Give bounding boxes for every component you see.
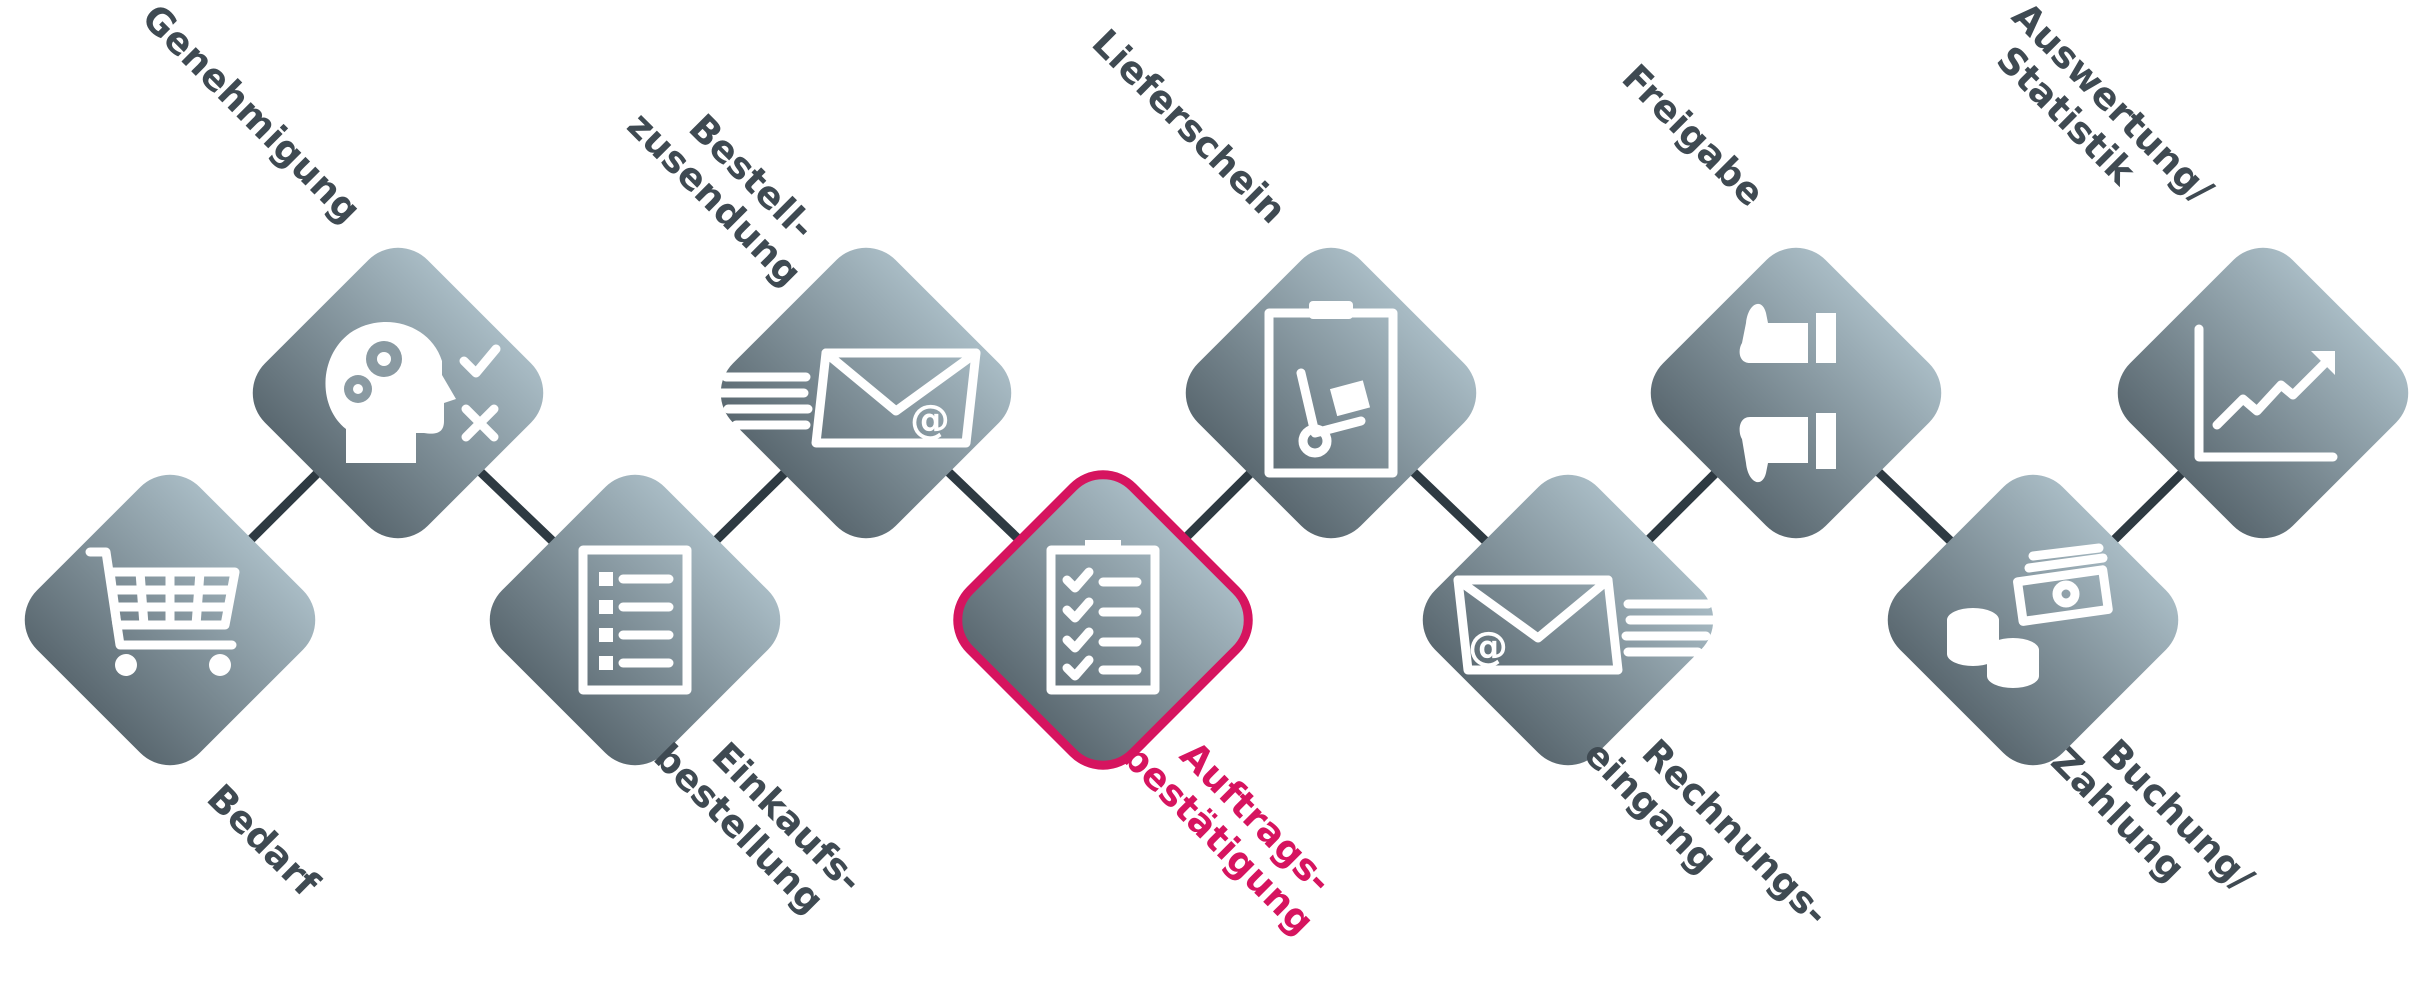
clipboard-checklist-icon bbox=[1046, 540, 1160, 695]
step-label-auftragsbestaetigung: Auftrags- bestätigung bbox=[1114, 705, 1352, 943]
step-tile-auswertung-statistik bbox=[2117, 247, 2409, 539]
email-sending-icon: @ bbox=[711, 348, 981, 448]
step-tile-rechnungseingang bbox=[1422, 474, 1714, 766]
email-receiving-icon: @ bbox=[1453, 575, 1723, 675]
step-label-lieferschein: Lieferschein bbox=[1084, 21, 1295, 232]
trend-chart-icon bbox=[2194, 324, 2338, 462]
coins-banknotes-icon bbox=[1947, 543, 2113, 688]
step-label-freigabe: Freigabe bbox=[1614, 56, 1773, 215]
thumbs-up-down-icon bbox=[1739, 303, 1836, 483]
svg-text:@: @ bbox=[1468, 624, 1508, 670]
head-gears-check-cross-icon bbox=[325, 322, 501, 463]
svg-text:@: @ bbox=[910, 397, 950, 443]
step-label-einkaufsbestellung: Einkaufs- bestellung bbox=[646, 706, 880, 940]
shopping-cart-icon bbox=[85, 547, 240, 676]
step-tile-bestellzusendung bbox=[720, 247, 1012, 539]
step-label-rechnungseingang: Rechnungs- eingang bbox=[1576, 703, 1847, 974]
checklist-icon bbox=[578, 545, 692, 695]
step-label-bestellzusendung: Bestell- zusendung bbox=[619, 74, 840, 295]
step-tile-einkaufsbestellung bbox=[489, 474, 781, 766]
step-label-genehmigung: Genehmigung bbox=[134, 0, 370, 232]
clipboard-hand-truck-icon bbox=[1264, 301, 1398, 478]
step-label-buchung-zahlung: Buchung/ Zahlung bbox=[2043, 710, 2272, 939]
tiles bbox=[24, 247, 2409, 770]
step-tile-freigabe bbox=[1650, 247, 1942, 539]
step-label-auswertung-statistik: Auswertung/ Statistik bbox=[1974, 0, 2231, 250]
step-label-bedarf: Bedarf bbox=[199, 776, 328, 905]
step-tile-auftragsbestaetigung bbox=[953, 470, 1253, 770]
